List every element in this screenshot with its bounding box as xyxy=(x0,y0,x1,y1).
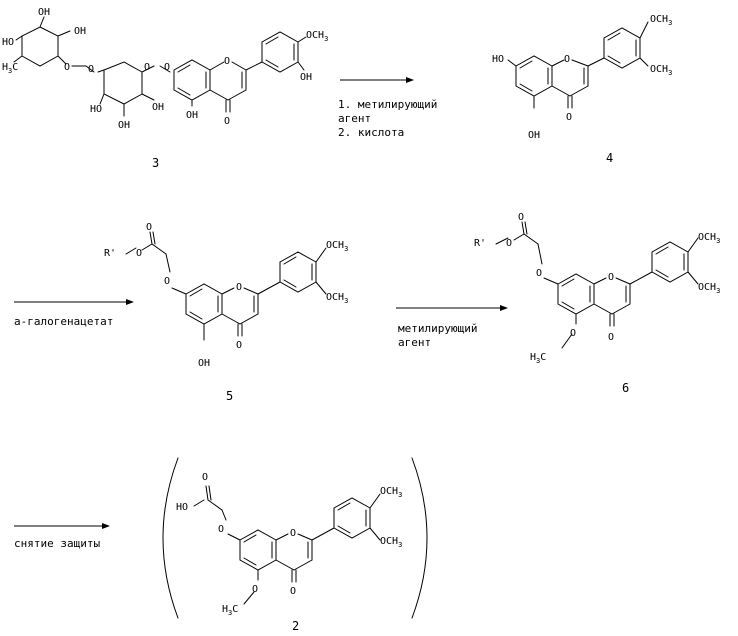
reaction-arrow xyxy=(14,299,134,305)
atom-label: O xyxy=(202,472,208,483)
reagent-label: агент xyxy=(338,112,371,125)
compound-number: 4 xyxy=(606,151,613,165)
atom-label: H3C xyxy=(2,62,18,75)
atom-label: OCH3 xyxy=(326,240,348,253)
atom-label: R' xyxy=(474,238,486,249)
atom-label: OH xyxy=(38,7,50,18)
atom-label: OCH3 xyxy=(650,64,672,77)
atom-label: OH xyxy=(300,72,312,83)
compound-number: 3 xyxy=(152,156,159,170)
reagent-label: 1. метилирующий xyxy=(338,98,437,111)
atom-label: HO xyxy=(2,37,14,48)
reagent-label: a-галогенацетат xyxy=(14,315,113,328)
reagent-label: снятие защиты xyxy=(14,537,100,550)
reaction-arrow xyxy=(14,523,110,529)
compound-3-labels: OH OH HO H3C O O O O O OH HO OH OH O OCH… xyxy=(2,7,328,131)
atom-label: HO xyxy=(90,104,102,115)
atom-label: OCH3 xyxy=(306,30,328,43)
atom-label: OCH3 xyxy=(650,14,672,27)
compound-5-structure xyxy=(126,232,326,340)
reagent-label: агент xyxy=(398,336,431,349)
compound-2-structure xyxy=(194,486,380,604)
atom-label: O xyxy=(290,528,296,539)
atom-label: OH xyxy=(198,358,210,369)
compound-4-labels: HO O O OH OCH3 OCH3 xyxy=(492,14,672,141)
atom-label: O xyxy=(136,248,142,259)
atom-label: O xyxy=(290,586,296,597)
atom-label: OH xyxy=(118,120,130,131)
reagent-label: 2. кислота xyxy=(338,126,404,139)
reaction-arrow xyxy=(340,77,414,83)
atom-label: OH xyxy=(528,130,540,141)
atom-label: O xyxy=(564,54,570,65)
atom-label: O xyxy=(570,328,576,339)
atom-label: O xyxy=(566,112,572,123)
atom-label: O xyxy=(608,332,614,343)
reagent-label: метилирующий xyxy=(398,322,477,335)
atom-label: H3C xyxy=(530,352,546,365)
atom-label: R' xyxy=(104,248,116,259)
atom-label: OH xyxy=(152,102,164,113)
atom-label: HO xyxy=(492,54,504,65)
reaction-arrow xyxy=(396,305,508,311)
compound-number: 6 xyxy=(622,381,629,395)
atom-label: O xyxy=(224,56,230,67)
atom-label: OCH3 xyxy=(326,292,348,305)
atom-label: HO xyxy=(176,502,188,513)
right-parenthesis xyxy=(412,458,427,618)
left-parenthesis xyxy=(163,458,178,618)
atom-label: OCH3 xyxy=(380,536,402,549)
compound-number: 5 xyxy=(226,389,233,403)
atom-label: O xyxy=(536,268,542,279)
compound-6-labels: R' O O O O O O H3C OCH3 OCH3 xyxy=(474,212,720,365)
atom-label: O xyxy=(218,524,224,535)
compound-6-structure xyxy=(496,222,698,348)
atom-label: O xyxy=(608,272,614,283)
atom-label: OCH3 xyxy=(698,282,720,295)
atom-label: O xyxy=(236,340,242,351)
atom-label: O xyxy=(144,62,150,73)
atom-label: O xyxy=(518,212,524,223)
atom-label: O xyxy=(164,276,170,287)
compound-4-structure xyxy=(508,22,648,108)
atom-label: O xyxy=(252,584,258,595)
atom-label: O xyxy=(88,64,94,75)
compound-number: 2 xyxy=(292,619,299,633)
atom-label: O xyxy=(146,222,152,233)
atom-label: O xyxy=(164,62,170,73)
atom-label: O xyxy=(224,116,230,127)
compound-5-labels: R' O O O O O OH OCH3 OCH3 xyxy=(104,222,348,369)
atom-label: O xyxy=(236,282,242,293)
atom-label: OH xyxy=(186,110,198,121)
atom-label: OCH3 xyxy=(698,232,720,245)
atom-label: OH xyxy=(74,26,86,37)
atom-label: OCH3 xyxy=(380,486,402,499)
atom-label: O xyxy=(64,62,70,73)
atom-label: H3C xyxy=(222,604,238,617)
atom-label: O xyxy=(506,238,512,249)
